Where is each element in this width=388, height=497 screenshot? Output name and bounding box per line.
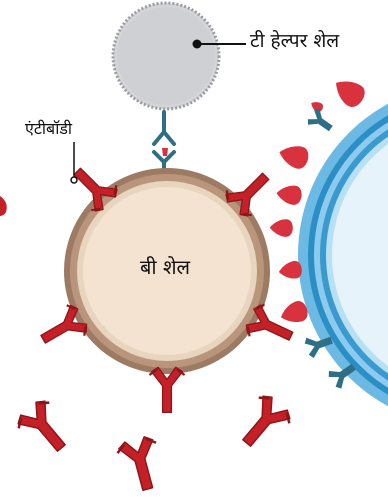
offscreen-antigen — [0, 196, 7, 216]
t-cell-receptor — [154, 112, 174, 170]
free-antibodies — [13, 391, 295, 494]
t-helper-cell-label: टी हेल्पर शेल — [250, 27, 339, 53]
b-cell-label: बी शेल — [140, 253, 190, 280]
antibody-label: एंटीबॉडी — [25, 117, 72, 139]
t-helper-cell — [113, 3, 219, 109]
